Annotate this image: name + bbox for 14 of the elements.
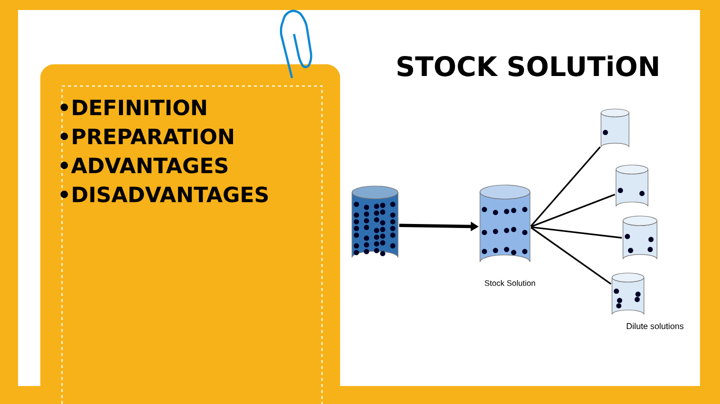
node-label: Stock Solution — [484, 280, 536, 286]
beaker — [600, 108, 630, 148]
title: STOCK SOLUTiON — [398, 56, 658, 76]
beaker: Stock Solution — [480, 184, 536, 286]
connector-line — [530, 194, 616, 228]
caption: Dilute solutions — [626, 322, 684, 330]
connector-line — [530, 226, 612, 285]
beaker — [616, 164, 648, 207]
beaker — [622, 216, 658, 260]
beaker — [352, 186, 398, 258]
beaker — [612, 272, 644, 315]
connector-line — [530, 146, 601, 227]
connector-line — [531, 226, 622, 239]
topic-card: •DEFINITION •PREPARATION •ADVANTAGES •DISADVANTAGES — [40, 64, 340, 404]
